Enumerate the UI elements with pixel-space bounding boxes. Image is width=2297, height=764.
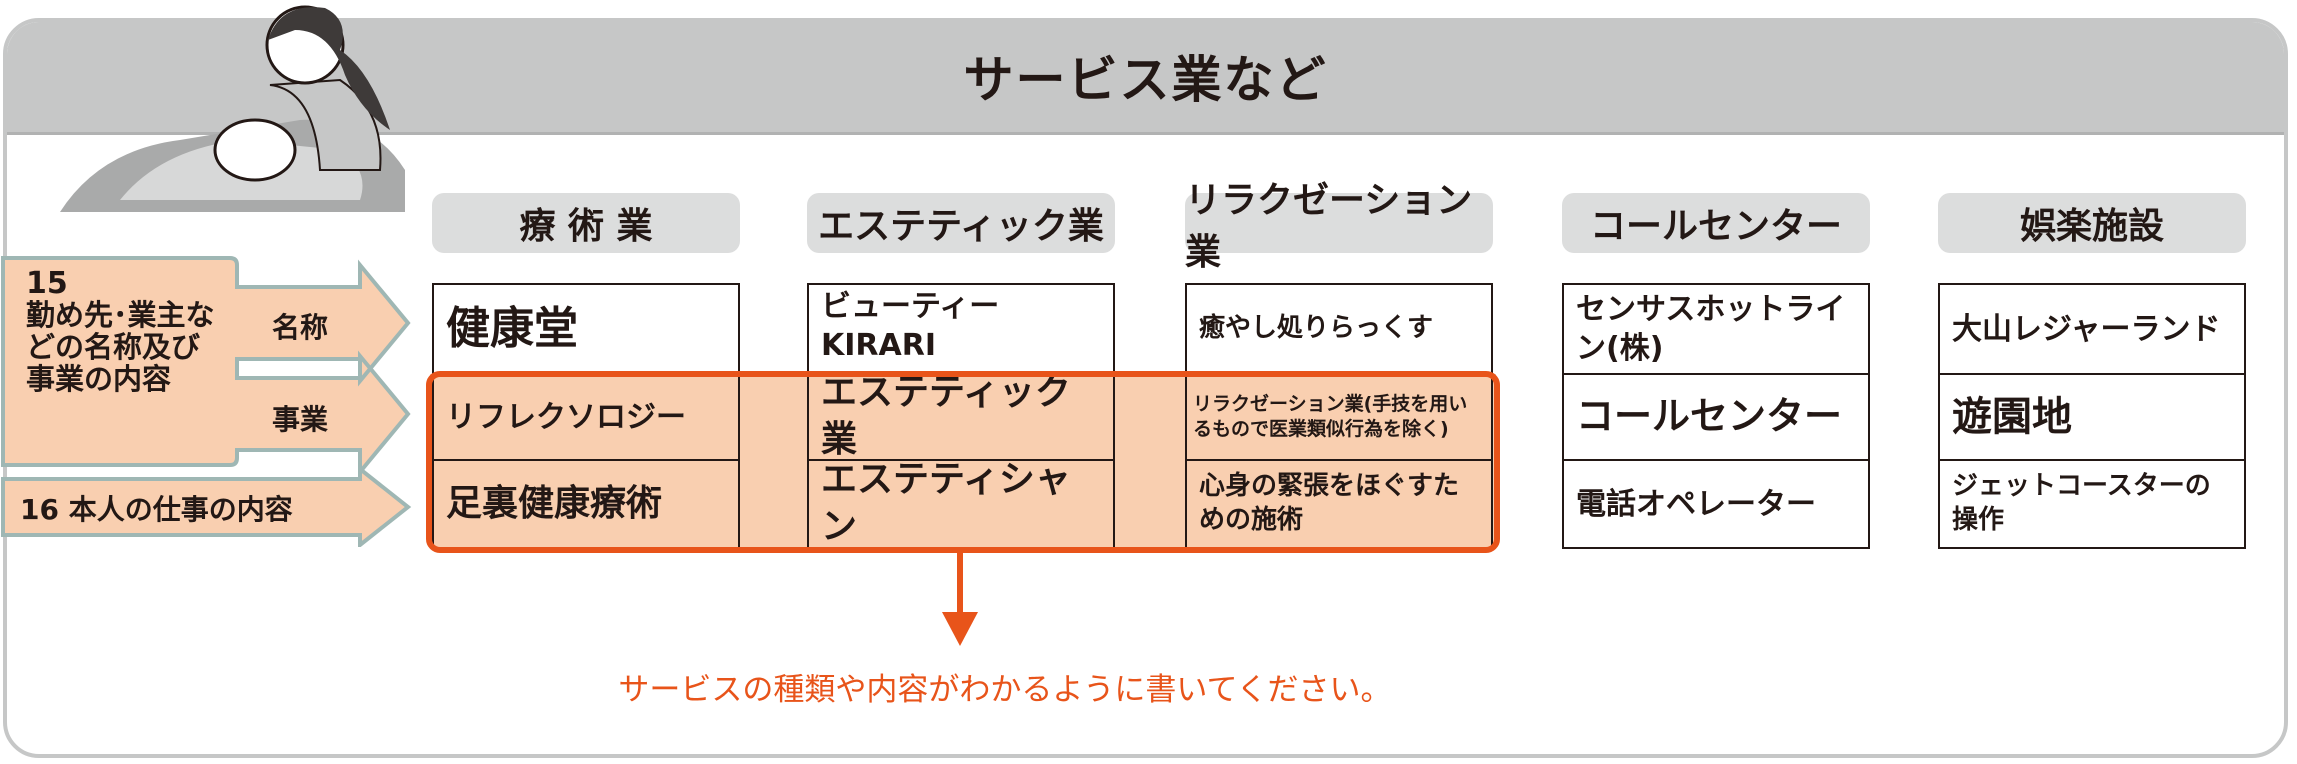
item15-number: 15 <box>26 266 68 301</box>
name-cell: 健康堂 <box>432 283 740 375</box>
name-cell: センサスホットライン(株) <box>1562 283 1870 375</box>
name-cell: 癒やし処りらっくす <box>1185 283 1493 375</box>
category-header-ryojutsu: 療 術 業 <box>432 193 740 253</box>
item16-label: 16 本人の仕事の内容 <box>20 493 293 526</box>
job-cell: 心身の緊張をほぐすための施術 <box>1185 459 1493 549</box>
instruction-note: サービスの種類や内容がわかるように書いてください。 <box>618 672 1392 708</box>
job-cell: ジェットコースターの操作 <box>1938 459 2246 549</box>
business-label: 事業 <box>272 403 329 436</box>
category-header-esthetic: エステティック業 <box>807 193 1115 253</box>
business-cell: 遊園地 <box>1938 373 2246 461</box>
category-header-amusement: 娯楽施設 <box>1938 193 2246 253</box>
job-cell: 足裏健康療術 <box>432 459 740 549</box>
category-header-call-center: コールセンター <box>1562 193 1870 253</box>
down-arrow-icon <box>942 550 978 646</box>
job-cell: 電話オペレーター <box>1562 459 1870 549</box>
item15-label: 勤め先･業主などの名称及び事業の内容 <box>26 298 215 396</box>
left-arrow-labels <box>1 256 412 547</box>
job-cell: エステティシャン <box>807 459 1115 549</box>
name-label: 名称 <box>272 311 329 344</box>
business-cell: コールセンター <box>1562 373 1870 461</box>
panel-title: サービス業など <box>963 51 1328 109</box>
name-cell: 大山レジャーランド <box>1938 283 2246 375</box>
business-cell: リフレクソロジー <box>432 373 740 461</box>
business-cell: リラクゼーション業(手技を用いるもので医業類似行為を除く) <box>1185 373 1493 461</box>
business-cell: エステティック業 <box>807 372 1115 461</box>
name-cell: ビューティー KIRARI <box>807 283 1115 375</box>
header-band <box>7 22 2284 135</box>
massage-illustration <box>60 5 405 212</box>
category-header-relaxation: リラクゼーション業 <box>1185 180 1493 273</box>
highlight-outline <box>426 371 1500 553</box>
